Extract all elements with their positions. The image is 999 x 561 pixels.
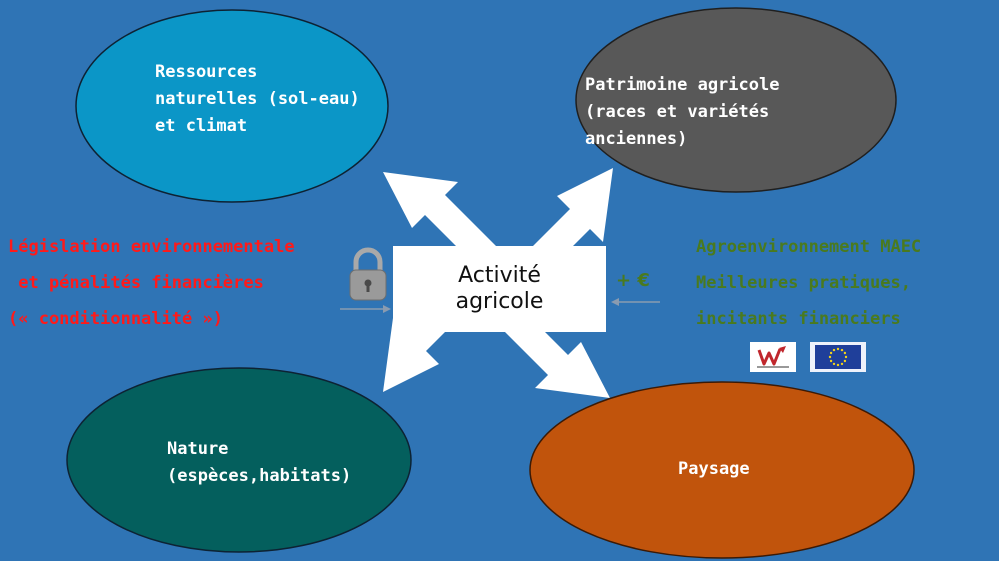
resources-label: Ressources naturelles (sol-eau) et clima… <box>155 62 360 136</box>
eu-star <box>844 355 848 359</box>
eu-star <box>843 351 847 355</box>
landscape-ellipse <box>529 381 915 559</box>
agroenvironment-text: Agroenvironnement MAEC Meilleures pratiq… <box>696 237 922 329</box>
legislation-text: Législation environnementale et pénalité… <box>8 237 295 329</box>
heritage-ellipse <box>575 7 897 193</box>
arrow-nw <box>383 172 500 270</box>
center-line-2: agricole <box>455 289 544 314</box>
resources-ellipse <box>75 9 389 203</box>
central-activity-box: Activité agricole <box>393 246 606 332</box>
eu-star <box>836 363 840 367</box>
nature-label: Nature (espèces,habitats) <box>167 439 352 486</box>
eu-star <box>832 362 836 366</box>
eu-star <box>836 347 840 351</box>
eu-star <box>843 359 847 363</box>
region-wallonne-logo <box>750 342 796 372</box>
landscape-label: Paysage <box>678 459 750 479</box>
center-line-1: Activité <box>458 263 541 288</box>
incentive-arrow <box>611 298 660 306</box>
plus-euro-label: + € <box>616 270 650 291</box>
eu-star <box>828 355 832 359</box>
eu-flag-logo <box>810 342 866 372</box>
padlock-icon <box>349 247 387 301</box>
eu-star <box>840 362 844 366</box>
heritage-label: Patrimoine agricole (races et variétés a… <box>585 75 780 149</box>
eu-star <box>832 348 836 352</box>
penalty-arrow <box>340 305 391 313</box>
eu-star <box>829 351 833 355</box>
nature-ellipse <box>66 367 412 553</box>
eu-star <box>829 359 833 363</box>
eu-star <box>840 348 844 352</box>
